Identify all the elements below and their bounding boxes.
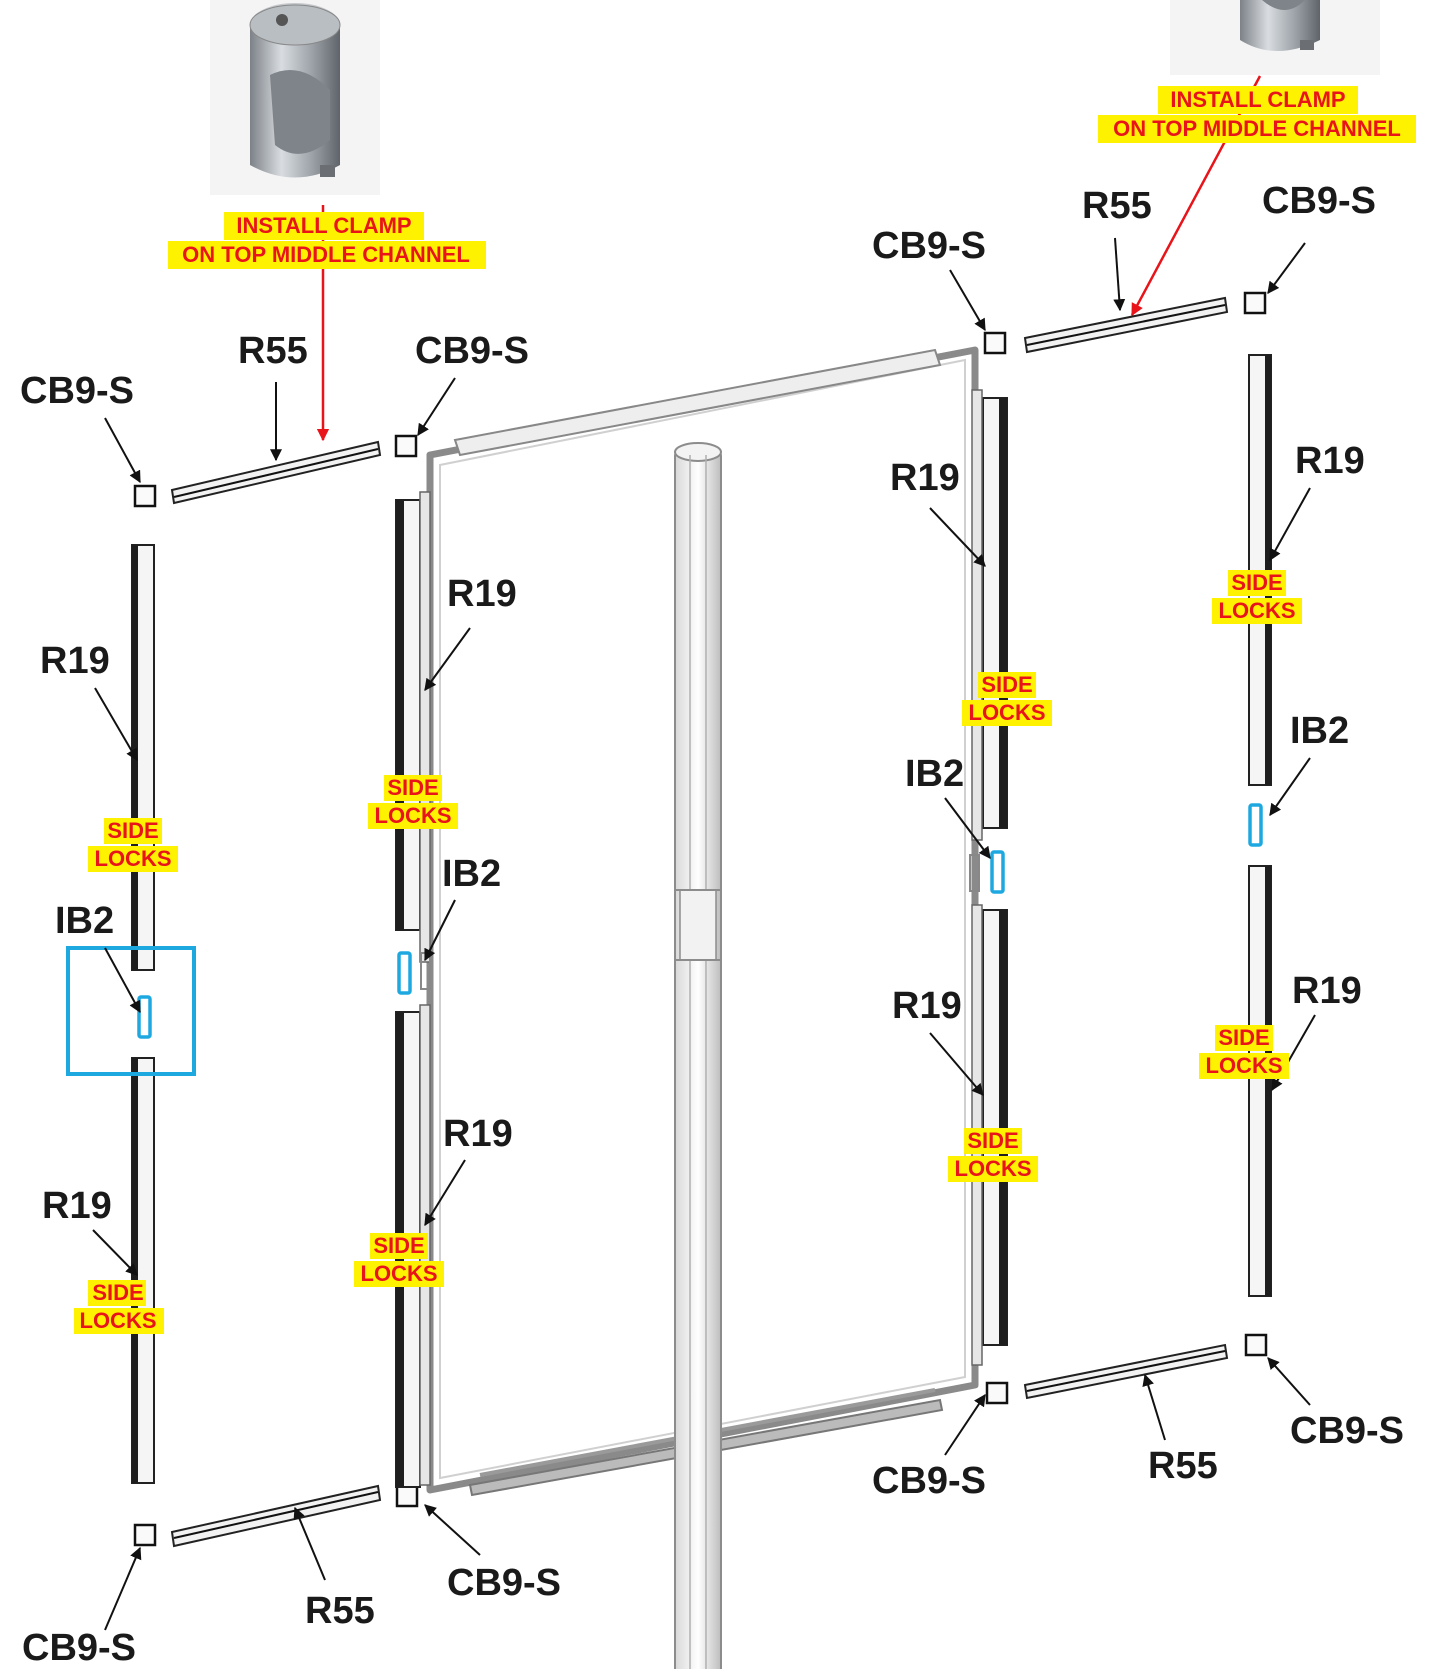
note-top-middle-channel-right: ON TOP MIDDLE CHANNEL <box>1113 116 1401 141</box>
ib2-bracket-col2 <box>397 951 412 995</box>
label-r55-4: R55 <box>1148 1445 1218 1487</box>
label-cb9s-6: CB9-S <box>1262 180 1376 222</box>
svg-text:SIDE: SIDE <box>981 672 1032 697</box>
svg-text:SIDE: SIDE <box>92 1280 143 1305</box>
label-ib2-2: IB2 <box>442 853 501 895</box>
label-r55-3: R55 <box>1082 185 1152 227</box>
center-pole <box>674 442 722 1669</box>
label-r19-7: R19 <box>892 985 962 1027</box>
label-cb9s-5: CB9-S <box>872 225 986 267</box>
leader-arrows <box>92 237 1316 1631</box>
side-locks-notes: SIDE LOCKS SIDE LOCKS SIDE LOCKS SIDE LO… <box>74 570 1302 1334</box>
svg-text:LOCKS: LOCKS <box>1206 1053 1283 1078</box>
ib2-bracket-right <box>1248 803 1263 847</box>
cb9-s-block-7 <box>1243 291 1267 315</box>
note-install-clamp-right: INSTALL CLAMP <box>1170 87 1345 112</box>
label-cb9s-4: CB9-S <box>447 1562 561 1604</box>
cb9-s-block-6 <box>985 1381 1009 1405</box>
svg-text:LOCKS: LOCKS <box>375 803 452 828</box>
cb9-s-block-3 <box>133 1523 157 1547</box>
svg-text:SIDE: SIDE <box>967 1128 1018 1153</box>
label-r19-6: R19 <box>1295 440 1365 482</box>
note-install-clamp-left: INSTALL CLAMP <box>236 213 411 238</box>
label-r19-3: R19 <box>443 1113 513 1155</box>
label-r55-2: R55 <box>305 1590 375 1632</box>
label-cb9s-8: CB9-S <box>1290 1410 1404 1452</box>
svg-text:SIDE: SIDE <box>387 775 438 800</box>
cb9-s-block-1 <box>133 484 157 508</box>
clamp-note-left: INSTALL CLAMP ON TOP MIDDLE CHANNEL <box>168 212 486 269</box>
label-r55-1: R55 <box>238 330 308 372</box>
clamp-image-left <box>210 0 380 195</box>
label-cb9s-1: CB9-S <box>20 370 134 412</box>
clamp-image-right <box>1170 0 1380 75</box>
svg-text:SIDE: SIDE <box>1231 570 1282 595</box>
label-ib2-3: IB2 <box>905 753 964 795</box>
label-r19-1: R19 <box>40 640 110 682</box>
label-r19-2: R19 <box>447 573 517 615</box>
label-ib2-4: IB2 <box>1290 710 1349 752</box>
svg-text:LOCKS: LOCKS <box>80 1308 157 1333</box>
part-labels: CB9-S R55 CB9-S R19 R19 IB2 IB2 R19 R19 … <box>20 180 1404 1669</box>
cb9-s-block-4 <box>395 1484 419 1508</box>
label-ib2-1: IB2 <box>55 900 114 942</box>
svg-text:SIDE: SIDE <box>107 818 158 843</box>
cb9-s-block-8 <box>1244 1333 1268 1357</box>
note-top-middle-channel-left: ON TOP MIDDLE CHANNEL <box>182 242 470 267</box>
cb9-s-block-2 <box>394 434 418 458</box>
svg-text:SIDE: SIDE <box>373 1233 424 1258</box>
svg-text:LOCKS: LOCKS <box>1219 598 1296 623</box>
cb9-s-block-5 <box>983 331 1007 355</box>
ib2-bracket-left <box>137 995 152 1039</box>
label-r19-8: R19 <box>1292 970 1362 1012</box>
svg-text:LOCKS: LOCKS <box>969 700 1046 725</box>
svg-text:LOCKS: LOCKS <box>955 1156 1032 1181</box>
svg-text:SIDE: SIDE <box>1218 1025 1269 1050</box>
svg-text:LOCKS: LOCKS <box>95 846 172 871</box>
svg-text:LOCKS: LOCKS <box>361 1261 438 1286</box>
label-cb9s-7: CB9-S <box>872 1460 986 1502</box>
label-r19-4: R19 <box>42 1185 112 1227</box>
ib2-highlight-box <box>66 946 196 1076</box>
label-cb9s-2: CB9-S <box>415 330 529 372</box>
clamp-note-right: INSTALL CLAMP ON TOP MIDDLE CHANNEL <box>1098 86 1416 143</box>
label-r19-5: R19 <box>890 457 960 499</box>
ib2-bracket-col3 <box>990 850 1005 894</box>
label-cb9s-3: CB9-S <box>22 1627 136 1669</box>
